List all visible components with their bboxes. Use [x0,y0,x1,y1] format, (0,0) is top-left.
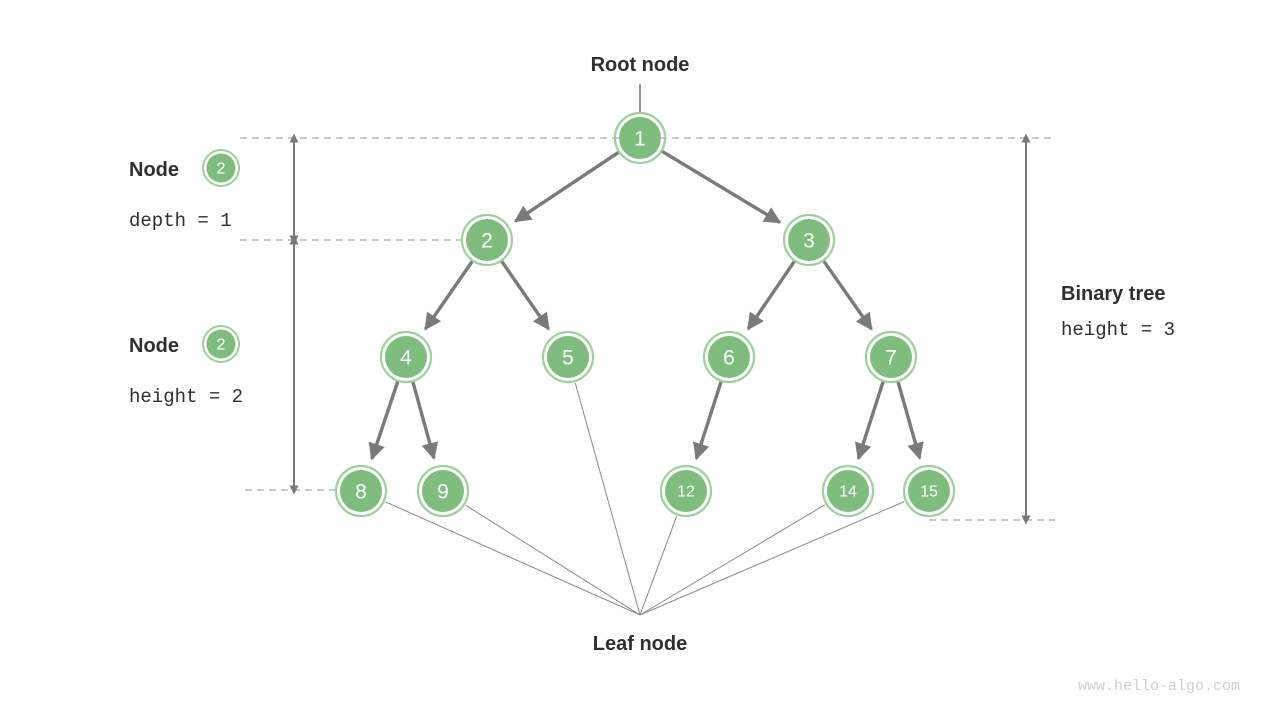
tree-edge-n6-n12 [692,381,723,461]
node-value: 2 [481,230,493,253]
node-value: 15 [920,484,938,501]
node-ring [460,213,514,267]
root-node-pointer: Root node [591,54,690,112]
node-disc [870,336,912,378]
callout-node-height: Node 2 height = 2 [129,325,243,408]
node-ring [379,330,433,384]
callout-title: Node [129,159,179,181]
node-ring [702,330,756,384]
tree-node-14[interactable]: 14 [821,464,875,518]
tree-edge-n1-n2 [513,151,620,223]
node-value: 6 [723,347,735,370]
badge-ring [202,325,240,363]
leaf-leader-line-n14 [639,504,826,616]
callout-node-depth: Node 2 depth = 1 [129,149,240,232]
tree-node-7[interactable]: 7 [864,330,918,384]
node-ring [416,464,470,518]
tree-edge-n2-n4 [423,260,474,331]
leaf-leader-lines [385,382,905,616]
badge-disc [206,153,236,183]
node-value: 1 [634,128,646,151]
root-node-label: Root node [591,54,690,76]
badge-value: 2 [217,161,226,178]
node-value: 7 [885,347,897,370]
node-disc [466,219,508,261]
callout-detail: height = 3 [1061,319,1175,341]
node-ring [541,330,595,384]
node-disc [788,219,830,261]
node-ring [334,464,388,518]
callout-annotations: Node 2 depth = 1 Node 2 height = 2 Binary tree… [129,149,1175,408]
tree-node-8[interactable]: 8 [334,464,388,518]
tree-edge-n4-n9 [411,381,439,460]
tree-node-9[interactable]: 9 [416,464,470,518]
badge-disc [206,329,236,359]
callout-title: Node [129,335,179,357]
node-disc [908,470,950,512]
watermark-text: www.hello-algo.com [1078,678,1240,695]
tree-node-5[interactable]: 5 [541,330,595,384]
leaf-leader-line-n8 [385,501,641,616]
callout-node-badge: 2 [202,325,240,363]
tree-edge-n7-n14 [854,381,885,461]
node-value: 14 [839,484,857,501]
node-value: 5 [562,347,574,370]
node-disc [547,336,589,378]
badge-ring [202,149,240,187]
node-ring [821,464,875,518]
node-value: 8 [355,481,367,504]
node-value: 3 [803,230,815,253]
tree-edges [368,149,924,461]
node-value: 4 [400,347,412,370]
node-ring [613,111,667,165]
tree-node-6[interactable]: 6 [702,330,756,384]
tree-edge-n4-n8 [368,381,400,461]
callout-tree-height: Binary tree height = 3 [1061,283,1175,341]
tree-edge-n3-n6 [746,260,796,331]
tree-node-12[interactable]: 12 [659,464,713,518]
tree-node-4[interactable]: 4 [379,330,433,384]
leaf-node-label: Leaf node [593,633,687,655]
leaf-leader-line-n5 [574,382,641,616]
tree-edge-n3-n7 [822,260,873,331]
node-ring [864,330,918,384]
callout-detail: height = 2 [129,386,243,408]
node-disc [827,470,869,512]
node-disc [619,117,661,159]
tree-edge-n2-n5 [500,260,551,331]
measure-arrows [289,133,1031,525]
tree-node-15[interactable]: 15 [902,464,956,518]
node-disc [665,470,707,512]
tree-node-1[interactable]: 1 [613,111,667,165]
tree-node-2[interactable]: 2 [460,213,514,267]
node-ring [782,213,836,267]
callout-detail: depth = 1 [129,210,232,232]
tree-edge-n1-n3 [661,149,782,224]
leaf-leader-line-n12 [639,516,678,616]
node-ring [902,464,956,518]
node-disc [422,470,464,512]
callout-node-badge: 2 [202,149,240,187]
node-disc [708,336,750,378]
badge-value: 2 [217,337,226,354]
tree-edge-n7-n15 [896,381,924,460]
node-ring [659,464,713,518]
leaf-node-pointer: Leaf node [593,633,687,655]
node-disc [385,336,427,378]
leaf-leader-line-n15 [639,501,905,616]
node-value: 12 [677,484,695,501]
node-value: 9 [437,481,449,504]
node-disc [340,470,382,512]
callout-title: Binary tree [1061,283,1166,305]
leaf-leader-line-n9 [465,504,641,616]
tree-node-3[interactable]: 3 [782,213,836,267]
